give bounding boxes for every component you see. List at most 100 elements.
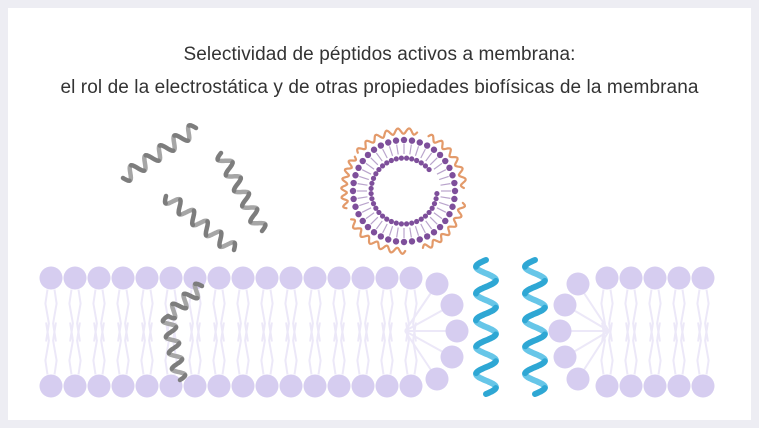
vesicle-lipid-head xyxy=(426,209,432,216)
lipid-head xyxy=(691,374,715,398)
vesicle-lipid-head xyxy=(355,164,362,172)
lipid-head xyxy=(399,374,423,398)
vesicle-bound-peptide xyxy=(350,218,407,255)
vesicle-lipid-tail xyxy=(375,152,383,162)
lipid-head xyxy=(231,374,255,398)
vesicle-lipid-tail xyxy=(429,216,438,225)
vesicle-lipid-tail xyxy=(365,162,375,170)
peptide-helix-gray xyxy=(215,150,268,234)
lipid-tails xyxy=(308,322,322,375)
vesicle-lipid-head xyxy=(373,171,379,177)
vesicle-bound-peptide xyxy=(356,127,419,154)
vesicle-lipid-head xyxy=(449,172,456,179)
lipid-head xyxy=(619,266,643,290)
lipid-head xyxy=(399,266,423,290)
vesicle-lipid-head xyxy=(398,155,405,161)
vesicle-lipid-head xyxy=(379,163,386,169)
vesicle-lipid-head xyxy=(436,223,444,231)
vesicle-lipid-head xyxy=(377,142,385,149)
lipid-tails xyxy=(44,322,58,375)
lipid-head xyxy=(39,374,63,398)
vesicle-lipid-head xyxy=(370,229,378,236)
lipid-tails xyxy=(116,322,130,375)
vesicle-lipid-tail xyxy=(388,146,394,156)
vesicle-lipid-head xyxy=(373,205,379,211)
vesicle-lipid-head xyxy=(377,233,385,240)
lipid-tails xyxy=(260,322,274,375)
vesicle-lipid-head xyxy=(403,155,410,161)
lipid-head xyxy=(327,374,351,398)
vesicle-lipid-tail xyxy=(357,183,368,186)
lipid-head xyxy=(111,374,135,398)
lipid-head xyxy=(63,374,87,398)
lipid-tails xyxy=(68,322,82,375)
vesicle-lipid-head xyxy=(434,190,440,197)
vesicle-lipid-head xyxy=(426,166,432,173)
vesicle-lipid-head xyxy=(423,142,431,149)
lipid-head xyxy=(643,374,667,398)
vesicle-lipid-head xyxy=(418,216,424,222)
lipid-head xyxy=(327,266,351,290)
lipid-head xyxy=(619,374,643,398)
vesicle-lipid-head xyxy=(449,203,456,210)
lipid-head xyxy=(255,266,279,290)
lipid-tails xyxy=(332,322,346,375)
vesicle-lipid-head xyxy=(418,160,424,166)
vesicle-lipid-tail xyxy=(359,201,369,207)
lipid-head xyxy=(231,266,255,290)
vesicle-lipid-head xyxy=(414,157,420,164)
pore-peptides xyxy=(473,257,548,397)
vesicle-lipid-head xyxy=(423,233,431,240)
lipid-head xyxy=(643,266,667,290)
lipid-bilayer xyxy=(39,266,715,398)
inserted-peptide xyxy=(160,281,205,383)
vesicle-lipid-tail xyxy=(439,201,449,207)
vesicle-lipid-tail xyxy=(409,144,412,155)
vesicle-lipid-head xyxy=(370,201,377,207)
lipid-tails xyxy=(356,322,370,375)
vesicle-lipid-head xyxy=(451,195,458,203)
lipid-head xyxy=(183,374,207,398)
lipid-tails xyxy=(672,322,686,375)
lipid-tails xyxy=(188,322,202,375)
vesicle-lipid-head xyxy=(370,175,377,181)
lipid-head xyxy=(548,319,572,343)
lipid-tails xyxy=(624,322,638,375)
vesicle-lipid-tail xyxy=(436,169,447,175)
vesicle-lipid-head xyxy=(430,146,438,153)
vesicle-lipid-head xyxy=(392,238,400,245)
figure-title-line-1: Selectividad de péptidos activos a membr… xyxy=(183,44,576,65)
lipid-head xyxy=(425,272,449,296)
vesicle-lipid-head xyxy=(433,196,439,202)
vesicle-lipid-head xyxy=(359,217,366,225)
vesicle-lipid-tail xyxy=(433,162,443,170)
vesicle-lipid-tail xyxy=(375,220,383,230)
vesicle-lipid-tail xyxy=(361,207,372,213)
vesicle-lipid-tail xyxy=(425,220,433,230)
vesicle-lipid-tail xyxy=(439,175,449,181)
vesicle-lipid-tail xyxy=(382,148,388,159)
vesicle-lipid-head xyxy=(364,223,372,231)
vesicle-lipid-head xyxy=(350,195,357,203)
vesicle xyxy=(340,127,467,255)
vesicle-lipid-tail xyxy=(388,226,394,236)
lipid-head xyxy=(595,266,619,290)
lipid-tails xyxy=(140,322,154,375)
vesicle-lipid-head xyxy=(393,220,399,226)
lipid-tails xyxy=(284,322,298,375)
vesicle-lipid-head xyxy=(422,163,429,169)
vesicle-lipid-tail xyxy=(420,148,426,159)
vesicle-lipid-tail xyxy=(409,227,412,238)
peptide-helix-blue xyxy=(522,257,548,397)
vesicle-lipid-head xyxy=(416,139,423,146)
lipid-tails xyxy=(236,322,250,375)
peptide-helix-blue xyxy=(473,257,499,397)
vesicle-lipid-tail xyxy=(359,175,369,181)
lipid-head xyxy=(159,266,183,290)
lipid-head xyxy=(303,374,327,398)
lipid-head xyxy=(135,266,159,290)
lipid-head xyxy=(566,272,590,296)
lipid-head xyxy=(595,374,619,398)
vesicle-lipid-tail xyxy=(357,196,368,199)
vesicle-lipid-head xyxy=(446,210,453,218)
